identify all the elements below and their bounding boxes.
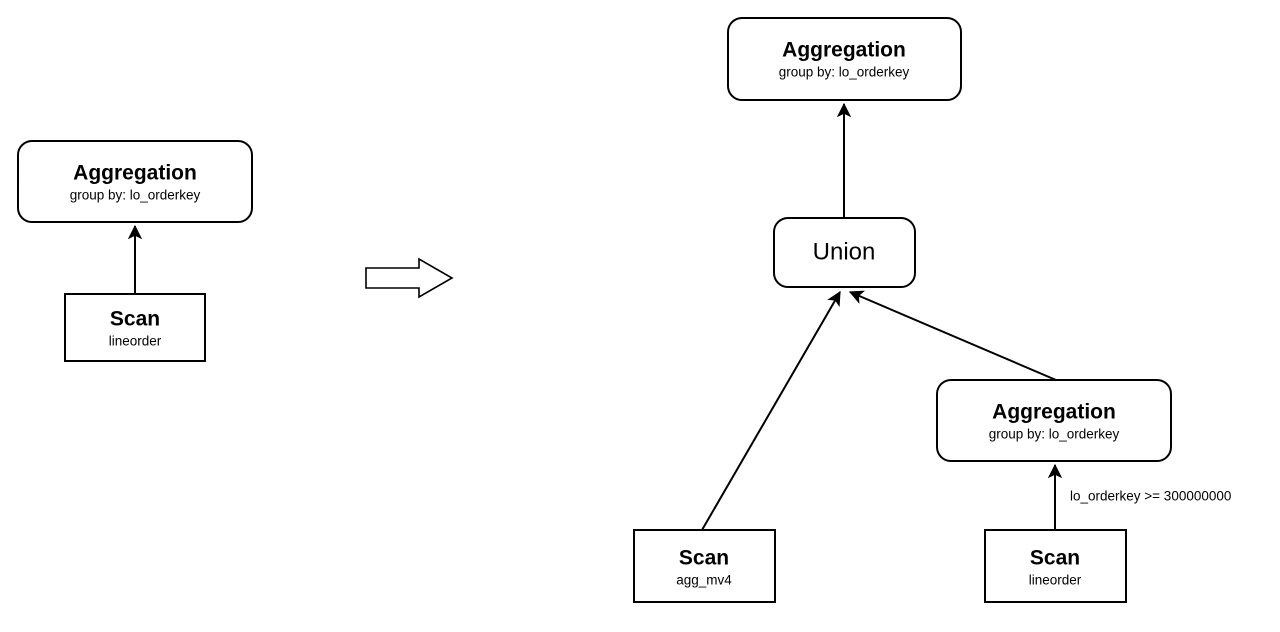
node-scan-agg-mv4[interactable]: Scan agg_mv4 [633, 529, 776, 603]
right-aggregation-subtitle: group by: lo_orderkey [989, 427, 1120, 442]
right-scan-subtitle: lineorder [1029, 573, 1082, 588]
left-scan-title: Scan [110, 308, 160, 331]
node-left-aggregation[interactable]: Aggregation group by: lo_orderkey [17, 140, 253, 223]
top-aggregation-title: Aggregation [782, 39, 906, 62]
node-left-scan-lineorder[interactable]: Scan lineorder [64, 293, 206, 362]
left-aggregation-subtitle: group by: lo_orderkey [70, 188, 201, 203]
before-plan-group: Aggregation group by: lo_orderkey Scan l… [17, 140, 253, 362]
node-right-scan-lineorder[interactable]: Scan lineorder [984, 529, 1127, 603]
top-aggregation-box [727, 17, 962, 101]
right-aggregation-box [936, 379, 1172, 462]
node-union[interactable]: Union [773, 217, 916, 288]
node-right-aggregation[interactable]: Aggregation group by: lo_orderkey [936, 379, 1172, 462]
scan-agg-mv4-title: Scan [679, 547, 729, 570]
union-box [773, 217, 916, 288]
right-block-arrow-icon [365, 257, 454, 299]
union-title: Union [813, 238, 876, 265]
node-top-aggregation[interactable]: Aggregation group by: lo_orderkey [727, 17, 962, 101]
edge-scan-agg-mv4-to-union [701, 291, 841, 531]
right-scan-title: Scan [1030, 547, 1080, 570]
left-aggregation-box [17, 140, 253, 223]
right-aggregation-title: Aggregation [992, 401, 1116, 424]
transform-arrow-group [365, 257, 454, 299]
left-scan-subtitle: lineorder [109, 334, 162, 349]
edge-right-aggregation-to-union [848, 290, 1057, 381]
right-scan-box [984, 529, 1127, 603]
edge-label-lo-orderkey-filter: lo_orderkey >= 300000000 [1070, 489, 1231, 504]
left-scan-box [64, 293, 206, 362]
left-aggregation-title: Aggregation [73, 162, 197, 185]
scan-agg-mv4-subtitle: agg_mv4 [676, 573, 732, 588]
top-aggregation-subtitle: group by: lo_orderkey [779, 65, 910, 80]
scan-agg-mv4-box [633, 529, 776, 603]
after-plan-group: lo_orderkey >= 300000000 Aggregation gro… [633, 17, 1231, 603]
